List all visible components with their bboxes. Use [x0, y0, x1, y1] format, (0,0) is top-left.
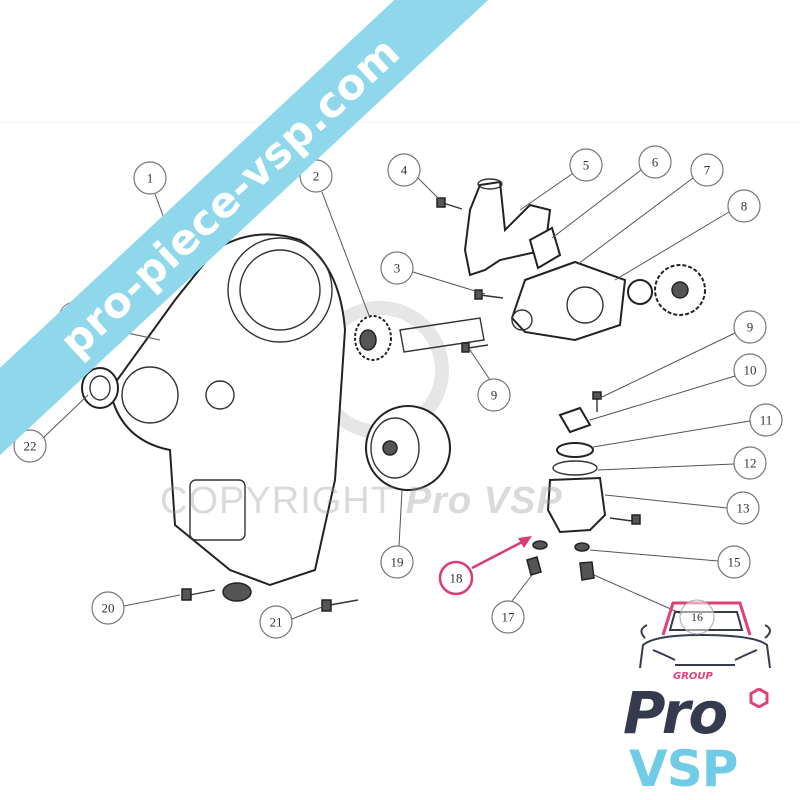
callout-8[interactable]: 8: [727, 189, 761, 223]
provsp-logo: 16 GROUP Pro VSP: [615, 590, 785, 798]
callout-circle: [569, 148, 603, 182]
callout-circle: [380, 545, 414, 579]
pulley-part-8: [627, 264, 706, 316]
car-outline-icon: 16: [639, 599, 771, 669]
callout-label: 9: [491, 388, 498, 403]
callout-label: 3: [394, 261, 401, 276]
callout-circle: [638, 145, 672, 179]
callout-15[interactable]: 15: [717, 545, 751, 579]
callout-label: 10: [744, 363, 757, 378]
callout-circle: [133, 161, 167, 195]
copyright-watermark: COPYRIGHT Pro VSP: [160, 482, 563, 520]
callout-circle: [380, 251, 414, 285]
callout-9[interactable]: 9: [733, 310, 767, 344]
callout-20[interactable]: 20: [91, 591, 125, 625]
callout-label: 21: [270, 615, 283, 630]
callout-label: 1: [147, 171, 154, 186]
callout-5[interactable]: 5: [569, 148, 603, 182]
callout-label: 5: [583, 158, 590, 173]
callout-22[interactable]: 22: [13, 429, 47, 463]
callout-label: 6: [652, 155, 659, 170]
thermostat-housing-parts: [526, 406, 607, 581]
logo-pro: Pro: [623, 679, 728, 747]
callout-circle: [726, 491, 760, 525]
plug-part-22: [81, 367, 119, 409]
callout-circle: [387, 153, 421, 187]
highlight-callout-18[interactable]: 18: [438, 536, 532, 596]
tensioner-part-19: [365, 405, 451, 491]
highlight-arrow: [471, 538, 527, 570]
callout-circle: [749, 403, 783, 437]
sprocket-part-2: [354, 315, 485, 361]
callout-13[interactable]: 13: [726, 491, 760, 525]
callout-circle: [491, 600, 525, 634]
hex-nut-icon: [749, 688, 769, 708]
callout-16-label: 16: [691, 610, 703, 624]
watermark-prefix: COPYRIGHT: [160, 480, 395, 522]
callout-label: 17: [502, 610, 516, 625]
callout-label: 12: [744, 456, 757, 471]
callout-circle: [259, 605, 293, 639]
callout-circle: [13, 429, 47, 463]
callout-19[interactable]: 19: [380, 545, 414, 579]
callout-17[interactable]: 17: [491, 600, 525, 634]
callout-label: 2: [313, 169, 320, 184]
callout-10[interactable]: 10: [733, 353, 767, 387]
callout-7[interactable]: 7: [690, 153, 724, 187]
callout-circle: [733, 310, 767, 344]
callout-4[interactable]: 4: [387, 153, 421, 187]
callout-label: 15: [728, 555, 741, 570]
callout-label: 8: [741, 199, 748, 214]
logo-group: GROUP: [673, 671, 713, 682]
callout-label: 11: [760, 413, 773, 428]
water-pump-part-7: [510, 260, 627, 342]
callout-circle: [727, 189, 761, 223]
watermark-brand: Pro VSP: [405, 480, 563, 522]
callout-circle: [91, 591, 125, 625]
callout-6[interactable]: 6: [638, 145, 672, 179]
callout-label: 20: [102, 601, 115, 616]
callout-11[interactable]: 11: [749, 403, 783, 437]
callout-label: 22: [24, 439, 37, 454]
callout-1[interactable]: 1: [133, 161, 167, 195]
callout-circle: [690, 153, 724, 187]
logo-vsp: VSP: [629, 740, 738, 798]
callout-label: 19: [391, 555, 404, 570]
callout-9[interactable]: 9: [477, 378, 511, 412]
callout-circle: [717, 545, 751, 579]
highlight-label: 18: [450, 571, 463, 586]
bolts: [181, 197, 641, 612]
callout-label: 7: [704, 163, 711, 178]
callout-3[interactable]: 3: [380, 251, 414, 285]
water-outlet-part-5: [463, 178, 552, 277]
timing-belt-cover: [108, 233, 347, 587]
callout-21[interactable]: 21: [259, 605, 293, 639]
callout-circle: [733, 353, 767, 387]
callout-label: 13: [737, 501, 750, 516]
callout-circle: [477, 378, 511, 412]
callout-12[interactable]: 12: [733, 446, 767, 480]
callout-label: 9: [747, 320, 754, 335]
callout-label: 4: [401, 163, 408, 178]
callout-circle: [733, 446, 767, 480]
arrow-head-icon: [518, 536, 532, 548]
